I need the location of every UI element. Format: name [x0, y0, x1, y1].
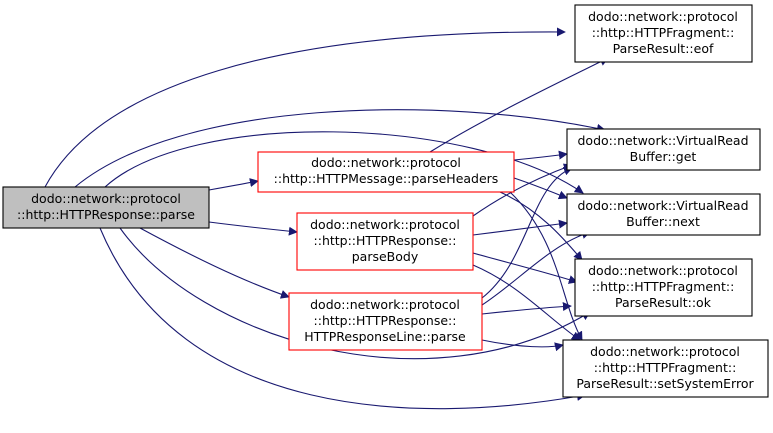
edge-parseBody-to-ok [472, 252, 578, 284]
node-label-line: ParseResult::ok [615, 295, 712, 310]
node-eof[interactable]: dodo::network::protocol ::http::HTTPFrag… [574, 4, 753, 63]
edge-parse-to-setSystemError [99, 227, 586, 410]
edge-parseBody-to-setSystemError [472, 264, 581, 341]
edge-responseLineParse-to-get [481, 166, 573, 299]
node-label-line: ::http::HTTPResponse:: [314, 233, 457, 248]
edge-parseHeaders-to-next [513, 177, 568, 200]
node-label-line: dodo::network::protocol [590, 344, 740, 359]
node-label-line: ::http::HTTPMessage::parseHeaders [274, 171, 499, 186]
node-box [2, 186, 210, 229]
edge-responseLineParse-to-ok [481, 302, 572, 315]
node-box [566, 128, 761, 171]
edge-parse-to-parseBody [208, 221, 298, 236]
node-label-line: Buffer::next [626, 214, 700, 229]
node-label-line: parseBody [352, 249, 419, 264]
node-get[interactable]: dodo::network::VirtualRead Buffer::get [566, 128, 761, 171]
node-label-line: ParseResult::setSystemError [576, 376, 754, 391]
node-label-line: ::http::HTTPResponse:: [314, 313, 457, 328]
node-box [288, 292, 483, 351]
node-ok[interactable]: dodo::network::protocol ::http::HTTPFrag… [574, 258, 753, 317]
edges-layer [44, 27, 609, 410]
node-label-line: dodo::network::protocol [310, 297, 460, 312]
node-parse[interactable]: dodo::network::protocol ::http::HTTPResp… [2, 186, 210, 229]
node-box [574, 258, 753, 317]
node-parseBody[interactable]: dodo::network::protocol ::http::HTTPResp… [296, 212, 474, 271]
edge-parse-to-eof [44, 27, 566, 188]
node-label-line: dodo::network::protocol [588, 263, 738, 278]
node-label-line: dodo::network::protocol [588, 9, 738, 24]
node-label-line: Buffer::get [630, 149, 697, 164]
node-box [562, 339, 769, 398]
node-label-line: ::http::HTTPResponse::parse [17, 207, 195, 222]
node-box [566, 193, 761, 236]
edge-parseHeaders-to-setSystemError [509, 191, 583, 341]
node-parseHeaders[interactable]: dodo::network::protocol ::http::HTTPMess… [257, 151, 515, 193]
node-label-line: ::http::HTTPFragment:: [594, 360, 737, 375]
edge-parse-to-get [74, 109, 606, 188]
node-responseLineParse[interactable]: dodo::network::protocol ::http::HTTPResp… [288, 292, 483, 351]
node-box [296, 212, 474, 271]
edge-parseHeaders-to-get [513, 150, 568, 161]
node-label-line: ::http::HTTPFragment:: [592, 279, 735, 294]
edge-responseLineParse-to-next [481, 230, 591, 306]
node-box [257, 151, 515, 193]
node-label-line: HTTPResponseLine::parse [304, 329, 466, 344]
edge-parse-to-parseHeaders [208, 178, 259, 191]
node-label-line: dodo::network::protocol [31, 191, 181, 206]
node-label-line: dodo::network::protocol [310, 217, 460, 232]
node-label-line: dodo::network::VirtualRead [577, 133, 748, 148]
node-label-line: ::http::HTTPFragment:: [592, 25, 735, 40]
edge-responseLineParse-to-setSystemError [481, 339, 564, 352]
node-box [574, 4, 753, 63]
nodes-layer: dodo::network::protocol ::http::HTTPResp… [2, 4, 769, 398]
node-label-line: dodo::network::protocol [311, 155, 461, 170]
node-next[interactable]: dodo::network::VirtualRead Buffer::next [566, 193, 761, 236]
edge-parseHeaders-to-eof [429, 57, 609, 153]
node-setSystemError[interactable]: dodo::network::protocol ::http::HTTPFrag… [562, 339, 769, 398]
node-label-line: dodo::network::VirtualRead [577, 198, 748, 213]
edge-parse-to-next [104, 131, 584, 194]
edge-parseBody-to-next [472, 219, 568, 236]
edge-parse-to-responseLineParse [139, 227, 290, 299]
node-label-line: ParseResult::eof [613, 41, 714, 56]
